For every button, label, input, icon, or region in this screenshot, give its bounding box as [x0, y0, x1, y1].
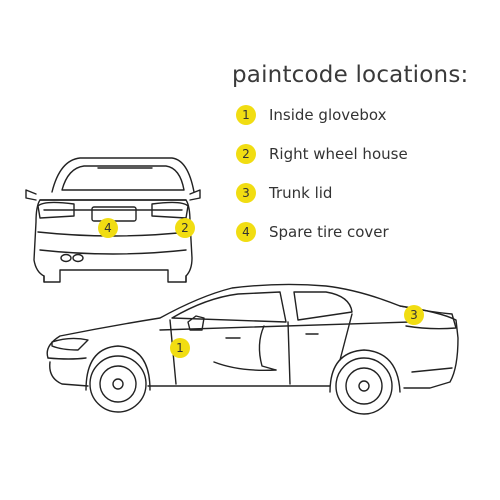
marker-trunk-lid: 3: [404, 305, 424, 325]
legend-badge: 4: [236, 222, 256, 242]
legend-item-glovebox: 1 Inside glovebox: [236, 104, 387, 126]
marker-spare-tire: 4: [98, 218, 118, 238]
legend-badge: 1: [236, 105, 256, 125]
legend-label: Spare tire cover: [269, 223, 389, 241]
legend-badge: 3: [236, 183, 256, 203]
legend-label: Trunk lid: [269, 184, 333, 202]
legend-badge: 2: [236, 144, 256, 164]
marker-glovebox: 1: [170, 338, 190, 358]
legend-label: Right wheel house: [269, 145, 408, 163]
legend-item-trunk-lid: 3 Trunk lid: [236, 182, 332, 204]
legend-title: paintcode locations:: [232, 62, 469, 88]
legend-label: Inside glovebox: [269, 106, 387, 124]
legend-item-spare-tire: 4 Spare tire cover: [236, 221, 389, 243]
marker-wheel-house: 2: [175, 218, 195, 238]
legend-item-wheel-house: 2 Right wheel house: [236, 143, 408, 165]
